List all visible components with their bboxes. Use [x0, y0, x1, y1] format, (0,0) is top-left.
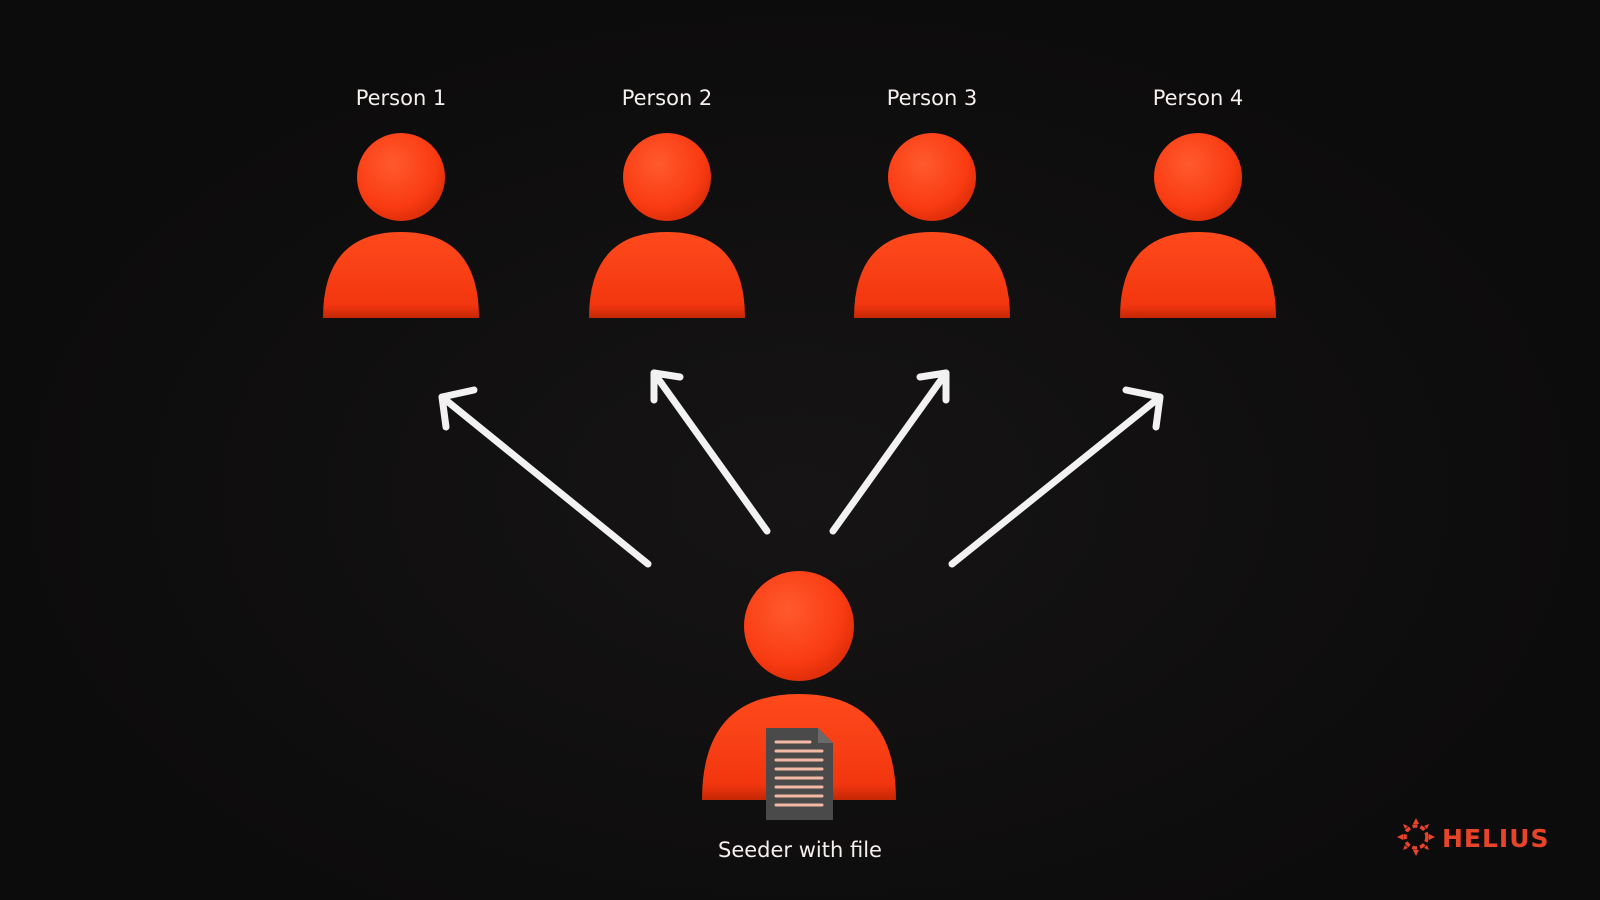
helius-logo-icon [1397, 818, 1435, 856]
receiver-person-1: Person 1 [323, 86, 479, 318]
seeder-label: Seeder with file [718, 838, 882, 862]
person-icon [854, 133, 1010, 318]
receiver-person-4: Person 4 [1120, 86, 1276, 318]
person-icon [1120, 133, 1276, 318]
arrow-to-person-3 [829, 369, 950, 535]
person-icon [589, 133, 745, 318]
receiver-label: Person 2 [622, 86, 713, 110]
receiver-label: Person 1 [356, 86, 447, 110]
receiver-person-3: Person 3 [854, 86, 1010, 318]
seeder-person: Seeder with file [702, 571, 896, 862]
arrow-to-person-1 [438, 386, 652, 568]
arrow-to-person-4 [948, 386, 1164, 568]
receiver-label: Person 4 [1153, 86, 1244, 110]
file-icon [766, 728, 833, 820]
person-icon [323, 133, 479, 318]
receiver-label: Person 3 [887, 86, 978, 110]
arrow-to-person-2 [650, 369, 771, 535]
brand-logo: HELIUS [1397, 818, 1550, 856]
receiver-person-2: Person 2 [589, 86, 745, 318]
brand-name: HELIUS [1442, 824, 1550, 853]
